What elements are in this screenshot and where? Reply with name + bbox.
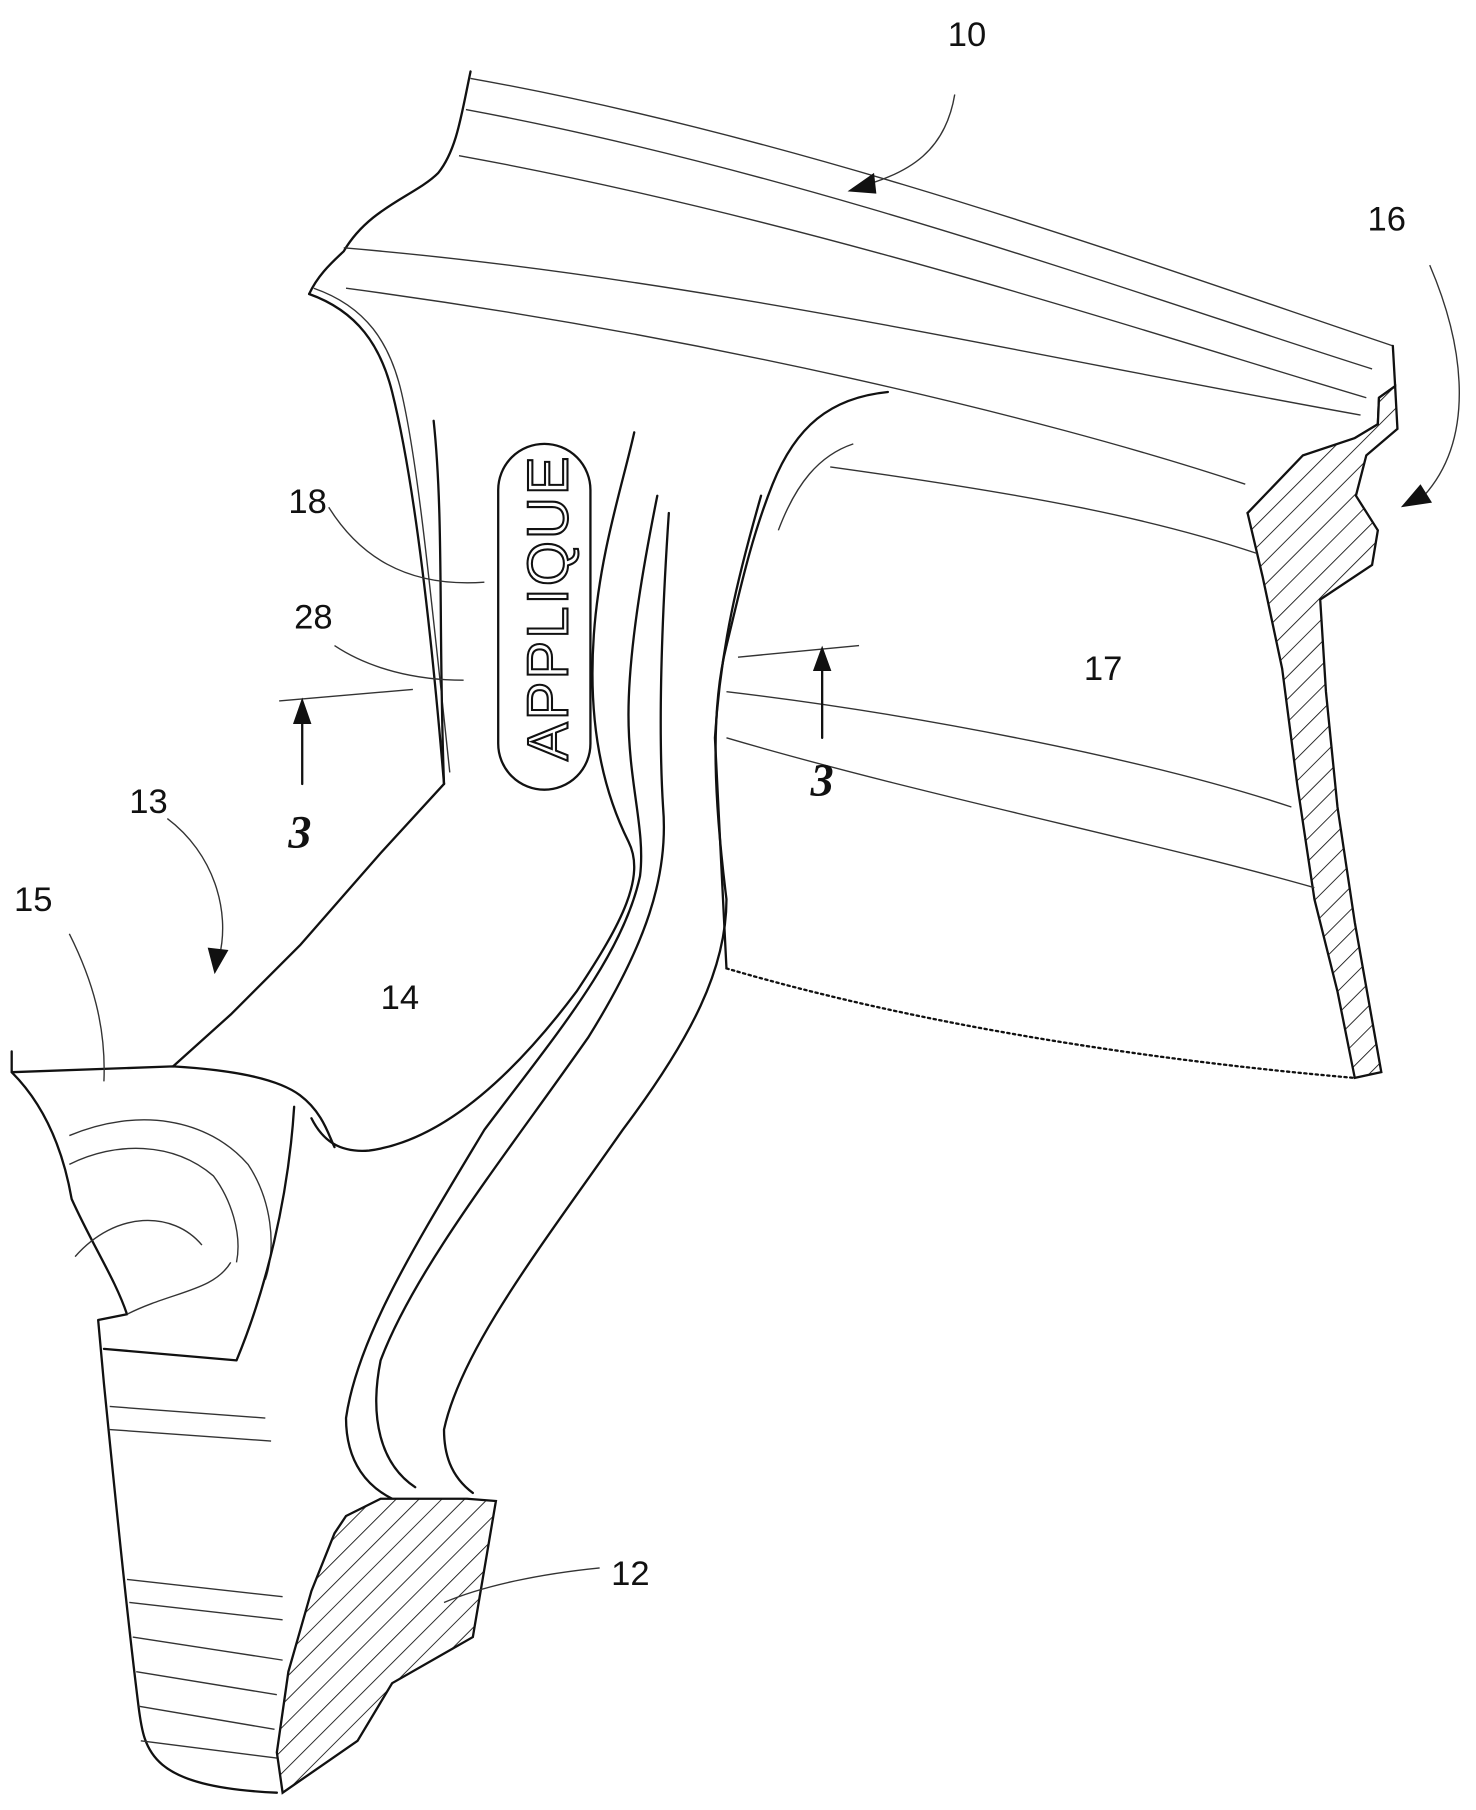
spoke-14 — [171, 287, 763, 1500]
label-16: 16 — [1367, 201, 1405, 239]
label-28: 28 — [294, 598, 332, 636]
applique-text: APPLIQUE — [516, 454, 580, 761]
hub — [10, 1050, 336, 1794]
label-14: 14 — [381, 979, 419, 1017]
rim-section-16 — [1246, 384, 1399, 1080]
leaders — [68, 94, 1460, 1604]
label-10: 10 — [948, 16, 986, 54]
label-17: 17 — [1084, 650, 1122, 688]
applique-badge: APPLIQUE — [497, 442, 592, 791]
barrel-17 — [725, 390, 1356, 1080]
section-mark-left: 3 — [287, 806, 311, 857]
section-mark-right: 3 — [810, 754, 834, 805]
label-15: 15 — [14, 881, 52, 919]
label-12: 12 — [611, 1555, 649, 1593]
hub-section-12 — [275, 1497, 498, 1795]
rim-flange — [307, 70, 1397, 515]
label-18: 18 — [288, 483, 326, 521]
label-13: 13 — [129, 783, 167, 821]
